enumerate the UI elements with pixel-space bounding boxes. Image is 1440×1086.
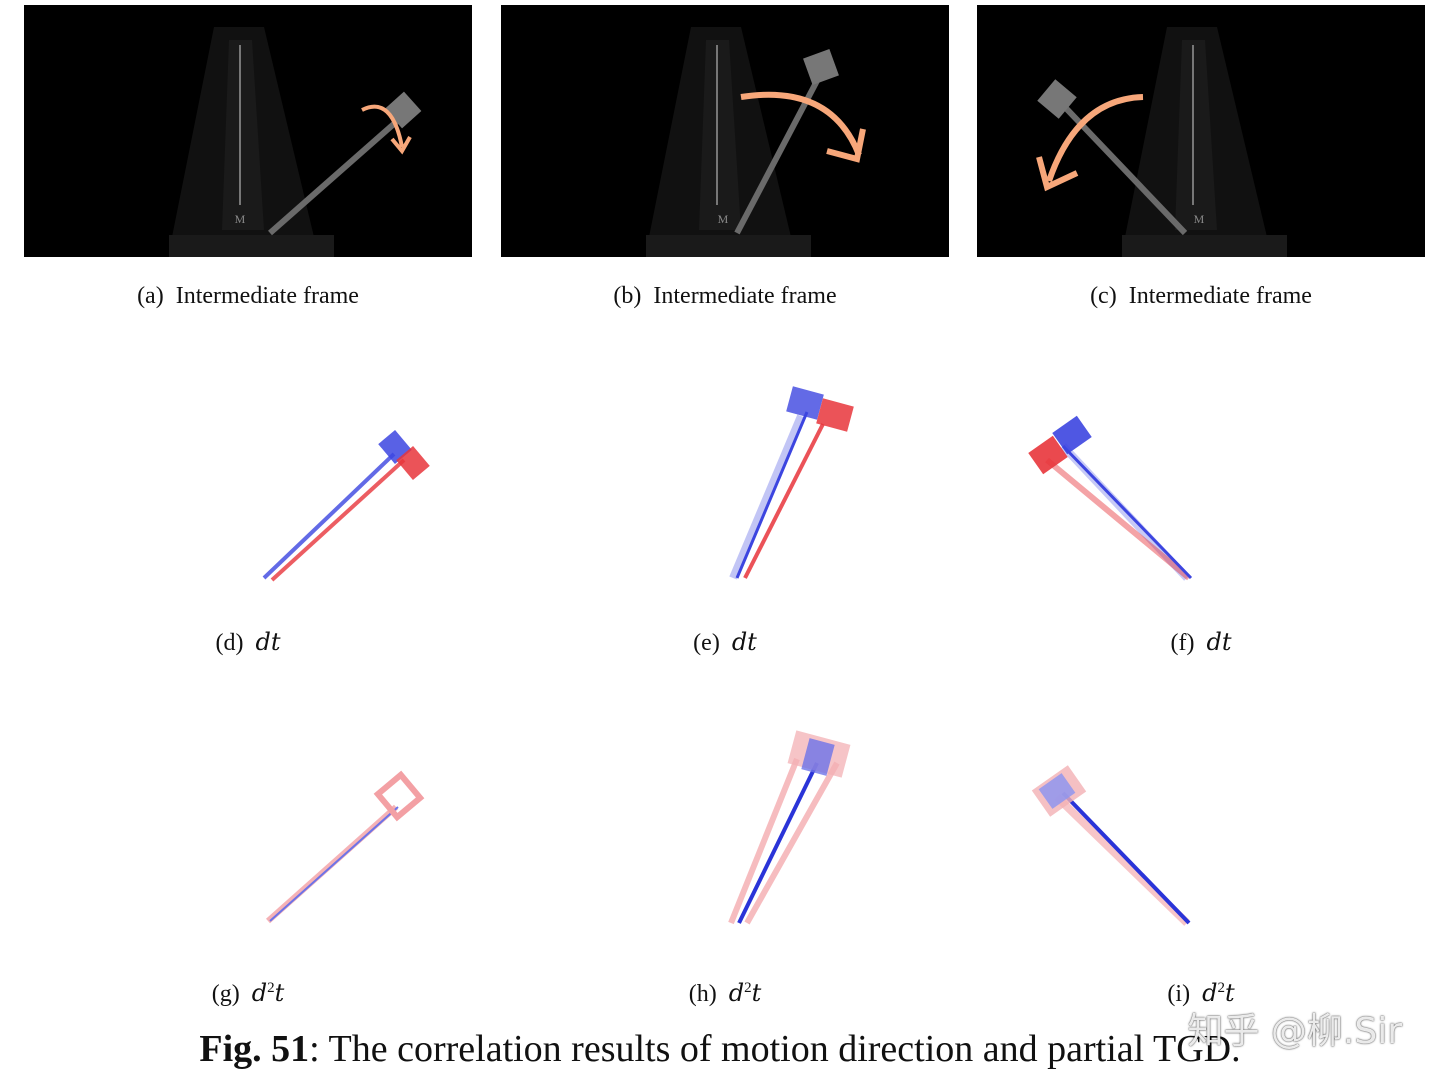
- dt-image-f: [977, 352, 1425, 604]
- figure-caption: Fig. 51: The correlation results of moti…: [0, 1026, 1440, 1072]
- caption-a: (a) Intermediate frame: [24, 282, 472, 310]
- caption-i-math-tail: t: [1224, 979, 1235, 1007]
- caption-d: (d) dt: [24, 628, 472, 657]
- caption-g-math-base: d: [251, 979, 268, 1007]
- caption-g-label: (g): [211, 981, 240, 1007]
- dt-image-e: [501, 352, 949, 604]
- caption-i: (i) d2t: [977, 974, 1425, 1008]
- svg-text:M: M: [1194, 212, 1205, 226]
- caption-h: (h) d2t: [501, 974, 949, 1008]
- frame-c-image: M: [977, 5, 1425, 257]
- caption-g-math-tail: t: [274, 979, 285, 1007]
- d2t-image-i: [977, 697, 1425, 949]
- watermark: 知乎 @柳.Sir: [1187, 1011, 1402, 1052]
- figure-caption-text: : The correlation results of motion dire…: [309, 1028, 1241, 1070]
- svg-text:M: M: [235, 212, 246, 226]
- caption-i-math-base: d: [1202, 979, 1218, 1007]
- caption-i-math-sup: 2: [1217, 980, 1225, 996]
- caption-i-label: (i): [1167, 981, 1191, 1007]
- d2t-image-g: [24, 697, 472, 949]
- caption-e-math: dt: [731, 628, 757, 656]
- caption-c: (c) Intermediate frame: [977, 282, 1425, 310]
- caption-f-math: dt: [1206, 628, 1232, 656]
- caption-g-math-sup: 2: [267, 980, 275, 996]
- d2t-image-h: [501, 697, 949, 949]
- caption-b-label: (b): [613, 283, 642, 309]
- caption-f: (f) dt: [977, 628, 1425, 657]
- svg-text:M: M: [718, 212, 729, 226]
- caption-b: (b) Intermediate frame: [501, 282, 949, 310]
- caption-a-label: (a): [137, 283, 164, 309]
- figure-number: Fig. 51: [199, 1028, 310, 1070]
- caption-d-label: (d): [215, 630, 244, 656]
- caption-h-math-base: d: [728, 979, 745, 1007]
- dt-image-d: [24, 352, 472, 604]
- caption-g: (g) d2t: [24, 974, 472, 1008]
- caption-d-math: dt: [255, 628, 281, 656]
- caption-h-math-tail: t: [751, 979, 762, 1007]
- caption-b-text: Intermediate frame: [653, 283, 837, 309]
- frame-a-image: M: [24, 5, 472, 257]
- caption-e-label: (e): [693, 630, 720, 656]
- caption-h-math-sup: 2: [744, 980, 752, 996]
- caption-a-text: Intermediate frame: [175, 283, 359, 309]
- caption-e: (e) dt: [501, 628, 949, 657]
- caption-f-label: (f): [1170, 630, 1195, 656]
- caption-c-text: Intermediate frame: [1128, 283, 1312, 309]
- frame-b-image: M: [501, 5, 949, 257]
- caption-c-label: (c): [1090, 283, 1117, 309]
- caption-h-label: (h): [688, 981, 717, 1007]
